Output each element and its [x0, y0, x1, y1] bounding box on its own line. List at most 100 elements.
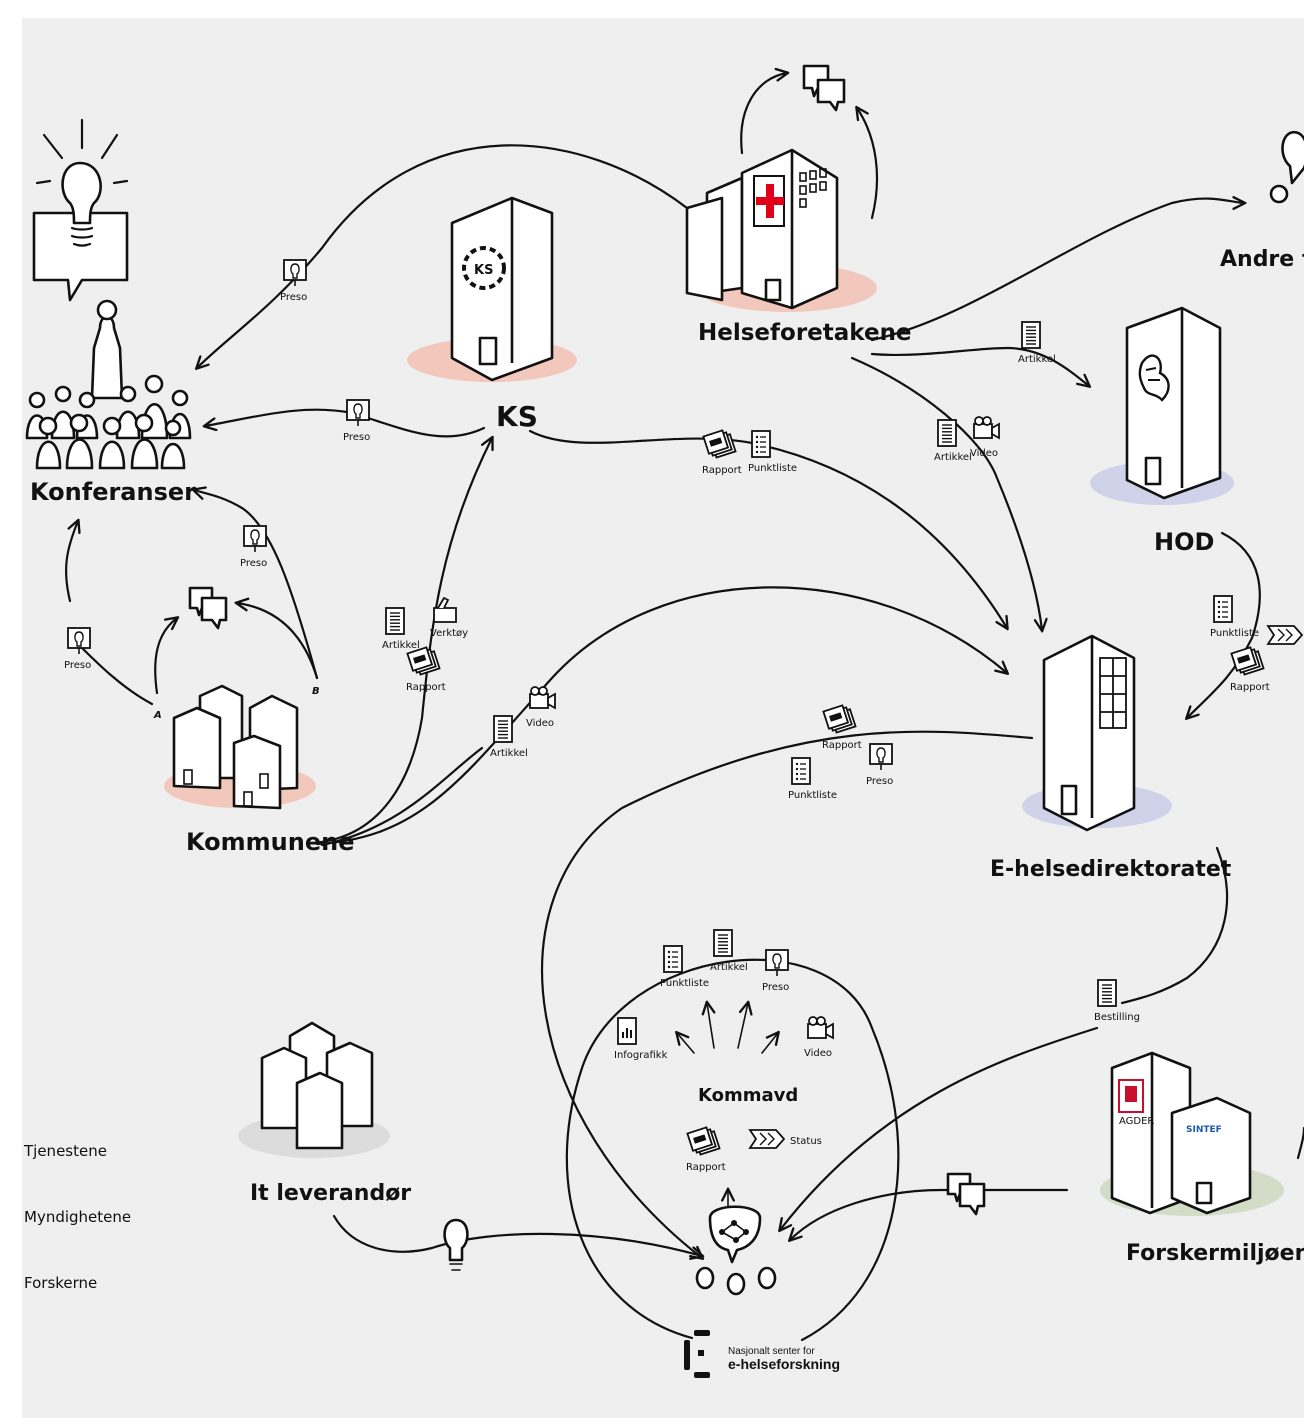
speech-bubbles-icon: [802, 64, 846, 112]
video-label: Video: [526, 718, 554, 729]
preso-icon: [67, 627, 91, 654]
punktliste-artifact: Punktliste: [788, 757, 837, 801]
arrow-hod-to-ehelse: [1187, 531, 1261, 718]
preso-artifact: Preso: [280, 259, 307, 303]
rapport-artifact: Rapport: [406, 646, 446, 693]
arrow-helseforetakene-to-andre: [870, 199, 1244, 342]
punktliste-artifact: Punktliste: [1210, 595, 1259, 639]
status-icon: [1266, 625, 1304, 645]
artikkel-label: Artikkel: [1018, 354, 1056, 365]
preso-icon: [765, 949, 789, 976]
rapport-label: Rapport: [702, 465, 742, 476]
artikkel-icon: [493, 715, 513, 743]
verktoy-icon: [433, 596, 457, 623]
status-artifact: Status: [748, 1129, 822, 1149]
arrow-up-to-konferanser: [65, 521, 78, 603]
lightbulb-speech-icon: [32, 118, 129, 302]
lightbulb-icon: [443, 1218, 469, 1271]
forskermiljoene-label: Forskermiljøene: [1126, 1241, 1304, 1266]
ks-node[interactable]: KS KS: [407, 196, 577, 433]
forskermiljoene-node[interactable]: AGDER SINTEF Forskermiljøene: [1100, 1051, 1304, 1266]
artikkel-artifact: Artikkel: [1018, 321, 1056, 365]
preso-icon: [869, 743, 893, 770]
konferanser-label: Konferanser: [30, 478, 196, 506]
arrow-kommunene-to-konferanser: [194, 490, 319, 680]
andre-label: Andre fo: [1220, 247, 1304, 272]
arrow-kommavd-out-4: [761, 1033, 778, 1054]
preso-label: Preso: [343, 432, 370, 443]
artikkel-label: Artikkel: [934, 452, 972, 463]
punktliste-label: Punktliste: [660, 978, 709, 989]
kommunene-node[interactable]: A B Kommunene: [153, 684, 355, 856]
preso-label: Preso: [866, 776, 893, 787]
artikkel-artifact: Artikkel: [710, 929, 748, 973]
hod-label: HOD: [1154, 528, 1214, 556]
senter-logo: [684, 1330, 710, 1378]
audience-icon: [25, 299, 192, 470]
rapport-artifact: Rapport: [702, 429, 742, 476]
senter-circle: [565, 958, 900, 1342]
arrow-bestilling-to-senter: [780, 1026, 1099, 1230]
hod-node[interactable]: HOD: [1090, 306, 1234, 556]
arrow-kommunene-to-ks: [310, 438, 492, 845]
andre-node[interactable]: Andre fo: [1220, 130, 1304, 272]
bestilling-artifact: Bestilling: [1094, 979, 1140, 1023]
konferanser-node[interactable]: Konferanser: [25, 118, 196, 506]
itleverandor-label: It leverandør: [250, 1181, 411, 1206]
arrow-kommunene-to-ehelse: [315, 586, 1007, 846]
punktliste-label: Punktliste: [1210, 628, 1259, 639]
arrow-kommavd-out-3: [737, 1003, 748, 1049]
sintef-logo: SINTEF: [1186, 1125, 1222, 1135]
legend-item-tjenestene: Tjenestene: [23, 1142, 107, 1160]
arrow-helseforetakene-speech-right: [857, 108, 879, 220]
rapport-artifact: Rapport: [822, 704, 862, 751]
rapport-icon: [406, 646, 441, 676]
infografikk-label: Infografikk: [614, 1050, 668, 1061]
itleverandor-node[interactable]: It leverandør: [238, 1021, 411, 1206]
status-label: Status: [790, 1136, 822, 1147]
preso-icon: [283, 259, 307, 286]
artikkel-icon: [1021, 321, 1041, 349]
helseforetakene-node[interactable]: Helseforetakene: [685, 148, 912, 346]
senter-node[interactable]: Kommavd Nasjonalt senter for e-helsefors…: [684, 1085, 840, 1378]
preso-icon: [243, 525, 267, 552]
artikkel-label: Artikkel: [382, 640, 420, 651]
video-artifact: Video: [804, 1016, 834, 1059]
video-label: Video: [804, 1048, 832, 1059]
preso-artifact: Preso: [343, 399, 370, 443]
punktliste-artifact: Punktliste: [660, 945, 709, 989]
legend-item-myndighetene: Myndighetene: [24, 1208, 131, 1226]
ehelsedirektoratet-node[interactable]: E-helsedirektoratet: [990, 634, 1232, 882]
rapport-label: Rapport: [686, 1162, 726, 1173]
ks-label: KS: [496, 400, 538, 433]
people-icon: [695, 1266, 777, 1296]
punktliste-label: Punktliste: [788, 790, 837, 801]
video-artifact: Video: [526, 686, 556, 729]
artikkel-label: Artikkel: [490, 748, 528, 759]
arrow-ehelse-to-senter: [541, 730, 1034, 1258]
edge-label-b: B: [312, 686, 320, 697]
status-artifact: Status: [1266, 625, 1304, 645]
connection-arrows: [65, 73, 1304, 1342]
arrow-kommunene-a-path: [75, 641, 154, 706]
legend-item-forskerne: Forskerne: [24, 1274, 97, 1292]
infografikk-icon: [617, 1017, 637, 1045]
arrow-helseforetakene-to-hod: [870, 346, 1089, 386]
preso-artifact: Preso: [866, 743, 893, 787]
speech-bubbles-icon-3: [946, 1172, 986, 1216]
video-label: Video: [970, 448, 998, 459]
arrow-helseforetakene-to-konferanser: [197, 144, 689, 368]
artifact-icons: PresoPresoPresoPresoArtikkelArtikkelVide…: [64, 259, 1304, 1173]
preso-artifact: Preso: [762, 949, 789, 993]
rapport-icon: [822, 704, 857, 734]
footer-line2: e-helseforskning: [728, 1356, 840, 1372]
preso-label: Preso: [762, 982, 789, 993]
artikkel-icon: [713, 929, 733, 957]
artikkel-label: Artikkel: [710, 962, 748, 973]
punktliste-label: Punktliste: [748, 463, 797, 474]
verktoy-label: Verktøy: [430, 628, 468, 639]
artikkel-icon: [937, 419, 957, 447]
ehelsedirektoratet-label: E-helsedirektoratet: [990, 857, 1232, 882]
arrow-helseforetakene-to-ehelse: [850, 356, 1042, 630]
punktliste-icon: [1213, 595, 1233, 623]
